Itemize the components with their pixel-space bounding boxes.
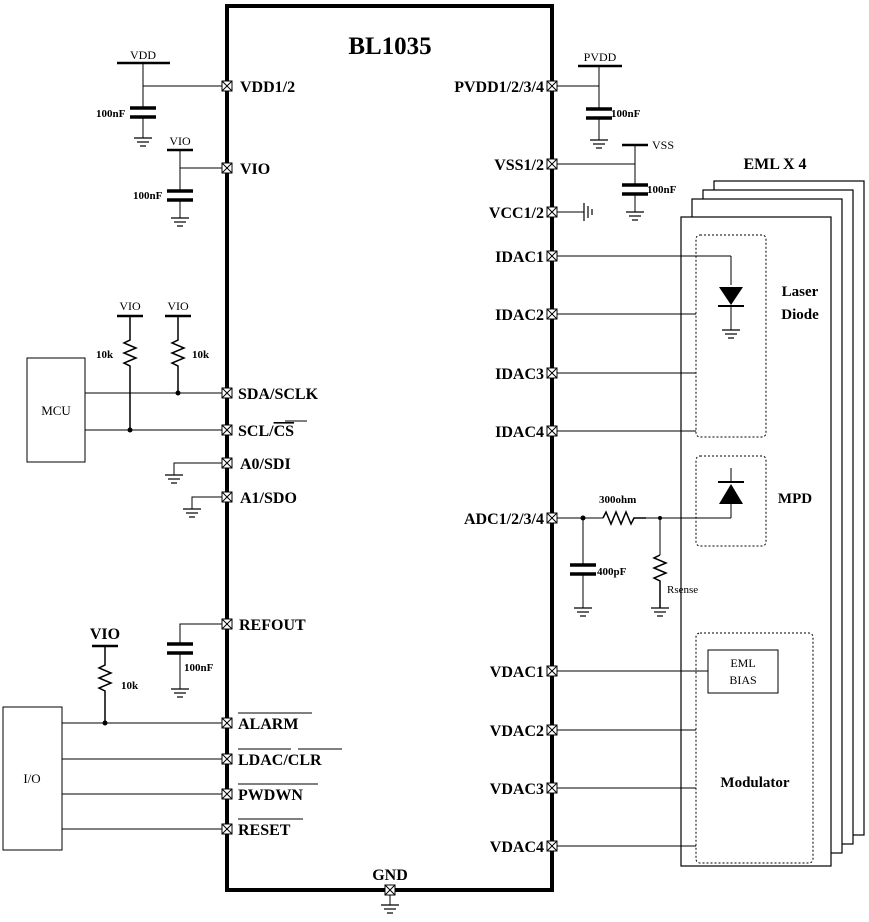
cap-400-value: 400pF [597,566,627,578]
eml-module-stack [680,180,865,867]
laser-diode-block [695,234,767,438]
pin-adc-label: ADC1/2/3/4 [464,511,544,528]
pin-vio-label: VIO [240,161,270,178]
pin-ldac-sep: / [282,752,288,769]
pin-refout-label: REFOUT [239,617,306,634]
pin-vss-label: VSS1/2 [494,157,544,174]
pin-idac2-label: IDAC2 [495,307,544,324]
res-sense-value: Rsense [667,584,698,596]
pin-scl-text: SCL/ [238,423,274,440]
modulator-block [695,632,814,864]
rail-vio-cap-label: VIO [169,134,191,148]
cap-vss-value: 100nF [647,184,677,196]
mcu-block [26,357,227,463]
io-block [2,706,227,851]
pin-vdac1-label: VDAC1 [490,664,544,681]
rail-vio-r2-label: VIO [167,299,189,313]
rail-vio-r1-label: VIO [119,299,141,313]
rail-vss-label: VSS [652,138,674,152]
vio-decoupling [165,148,227,227]
eml-bias-label-line2: BIAS [729,673,756,687]
alarm-pullup [92,644,118,726]
rail-pvdd-label: PVDD [584,50,617,64]
mpd-label: MPD [778,491,812,507]
vss-decoupling [552,143,650,221]
pin-reset-label: RESET [238,822,291,839]
io-label: I/O [23,771,40,786]
i2c-pullups [117,314,191,433]
laser-label-line1: Laser [782,284,819,300]
laser-diode-symbol [718,256,744,339]
laser-label-line2: Diode [781,307,819,323]
idac-connections [552,255,731,432]
refout-decoupling [165,623,227,698]
eml-bias-label-line1: EML [730,656,755,670]
pin-pvdd-label: PVDD1/2/3/4 [454,79,544,96]
pin-vcc-label: VCC1/2 [489,205,544,222]
rail-vio-alarm-label: VIO [90,626,120,643]
vcc-ground [552,203,593,221]
pin-ldac-label: LDAC/CLR [238,752,322,769]
eml-group-label: EML X 4 [743,156,806,173]
pin-gnd-label: GND [372,867,408,884]
pin-a0-label: A0/SDI [240,456,291,473]
pin-a1-label: A1/SDO [240,490,297,507]
res-scl-value: 10k [192,349,210,361]
pin-vdac2-label: VDAC2 [490,723,544,740]
pin-sda-label: SDA/SCLK [238,386,319,403]
address-strapping [164,462,227,518]
cap-vdd-value: 100nF [96,108,126,120]
cap-vio-value: 100nF [133,190,163,202]
pin-idac4-label: IDAC4 [495,424,544,441]
res-sda-value: 10k [96,349,114,361]
pin-pwdwn-label: PWDWN [238,787,303,804]
pin-alarm-label: ALARM [238,716,298,733]
cap-refout-value: 100nF [184,662,214,674]
pin-vdac4-label: VDAC4 [490,839,544,856]
res-alarm-value: 10k [121,680,139,692]
pin-markers [221,80,558,896]
cap-pvdd-value: 100nF [611,108,641,120]
pin-vdac3-label: VDAC3 [490,781,544,798]
pin-ldac-text: LDAC [238,752,283,769]
adc-frontend [552,510,670,617]
pin-idac3-label: IDAC3 [495,366,544,383]
chip-name: BL1035 [348,33,431,60]
pin-vdd-label: VDD1/2 [240,79,295,96]
vdd-decoupling [117,61,227,147]
mcu-label: MCU [41,403,71,418]
rail-vdd-label: VDD [130,48,156,62]
res-300-value: 300ohm [599,494,636,506]
mpd-block [695,455,767,547]
pin-cs-text: CS [274,423,295,440]
modulator-label: Modulator [720,775,790,791]
vdac-connections [552,670,708,847]
pin-scl-label: SCL/CS [238,423,294,440]
pvdd-decoupling [552,64,622,149]
pin-idac1-label: IDAC1 [495,249,544,266]
pin-clr-text: CLR [288,752,322,769]
